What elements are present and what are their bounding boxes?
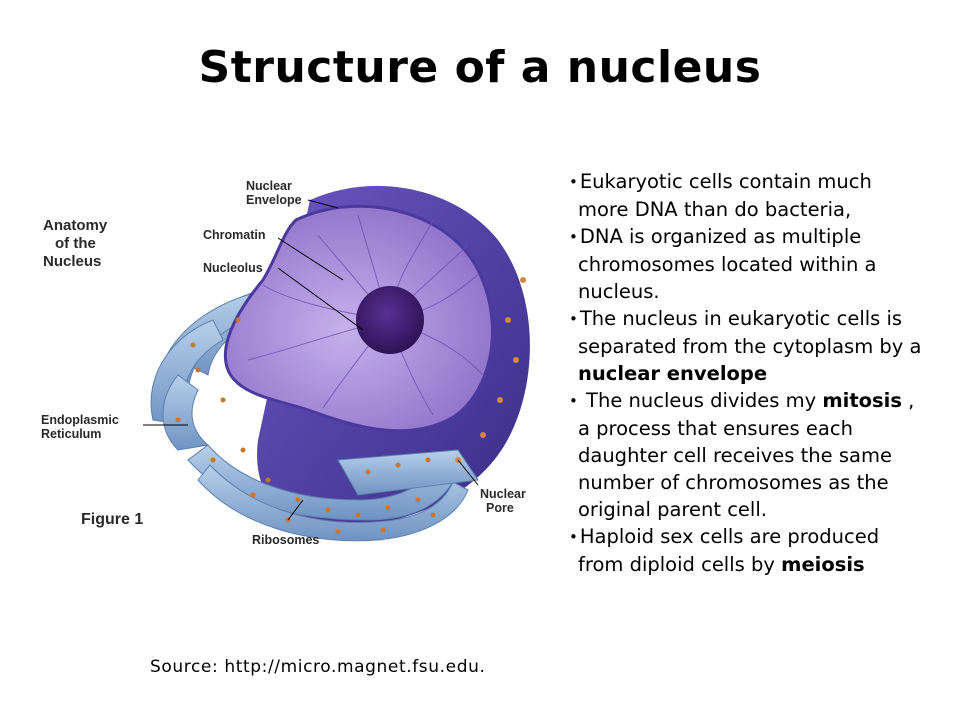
bullet-dot-icon: • (569, 528, 578, 546)
label-er-line-2: Reticulum (41, 427, 101, 441)
label-leader-lines (143, 199, 479, 521)
nucleolus (356, 286, 424, 354)
source-citation: Source: http://micro.magnet.fsu.edu. (150, 657, 486, 677)
bullet-dot-icon: • (569, 173, 578, 191)
bullet-text: DNA is organized as multiple chromosomes… (578, 225, 877, 303)
bullet-list: •Eukaryotic cells contain much more DNA … (569, 168, 928, 578)
bullet-dot-icon: • (569, 392, 578, 410)
label-er-line-1: Endoplasmic (41, 413, 119, 427)
bullet-text: , a process that ensures each daughter c… (578, 389, 915, 521)
ribosome-dots (175, 317, 436, 535)
bullet-item: • The nucleus divides my mitosis , a pro… (569, 387, 928, 523)
bullet-bold-term: nuclear envelope (578, 362, 768, 385)
label-nucleolus: Nucleolus (203, 261, 263, 275)
bullet-text: Haploid sex cells are produced from dipl… (578, 525, 880, 576)
bullet-dot-icon: • (569, 310, 578, 328)
bullet-bold-term: meiosis (781, 553, 865, 576)
slide-title: Structure of a nucleus (198, 42, 762, 93)
bullet-item: •DNA is organized as multiple chromosome… (569, 223, 928, 305)
figure-heading-line-3: Nucleus (43, 253, 101, 270)
bullet-item: •Eukaryotic cells contain much more DNA … (569, 168, 928, 223)
bullet-item: •The nucleus in eukaryotic cells is sepa… (569, 305, 928, 387)
bullet-text: Eukaryotic cells contain much more DNA t… (578, 170, 872, 221)
figure-heading-line-2: of the (55, 235, 96, 252)
figure-heading: Anatomy of the Nucleus (43, 217, 111, 270)
label-nuclear-pore-line-1: Nuclear (480, 487, 526, 501)
bullet-bold-term: mitosis (822, 389, 902, 412)
nucleus-diagram: Anatomy of the Nucleus Nuclear Envelope … (41, 179, 530, 547)
label-endoplasmic-reticulum: Endoplasmic Reticulum (41, 413, 122, 441)
label-ribosomes: Ribosomes (252, 533, 319, 547)
label-chromatin: Chromatin (203, 228, 266, 242)
bullet-item: •Haploid sex cells are produced from dip… (569, 523, 928, 578)
figure-caption: Figure 1 (81, 511, 143, 528)
label-nuclear-envelope-line-2: Envelope (246, 193, 302, 207)
label-nuclear-envelope-line-1: Nuclear (246, 179, 292, 193)
label-nuclear-pore: Nuclear Pore (480, 487, 529, 515)
label-nuclear-envelope: Nuclear Envelope (246, 179, 302, 207)
bullet-text: The nucleus in eukaryotic cells is separ… (578, 307, 922, 358)
bullet-dot-icon: • (569, 228, 578, 246)
figure-heading-line-1: Anatomy (43, 217, 108, 234)
nucleus-figure: Anatomy of the Nucleus Nuclear Envelope … (38, 160, 558, 560)
bullet-text: The nucleus divides my (579, 389, 823, 412)
label-nuclear-pore-line-2: Pore (486, 501, 514, 515)
